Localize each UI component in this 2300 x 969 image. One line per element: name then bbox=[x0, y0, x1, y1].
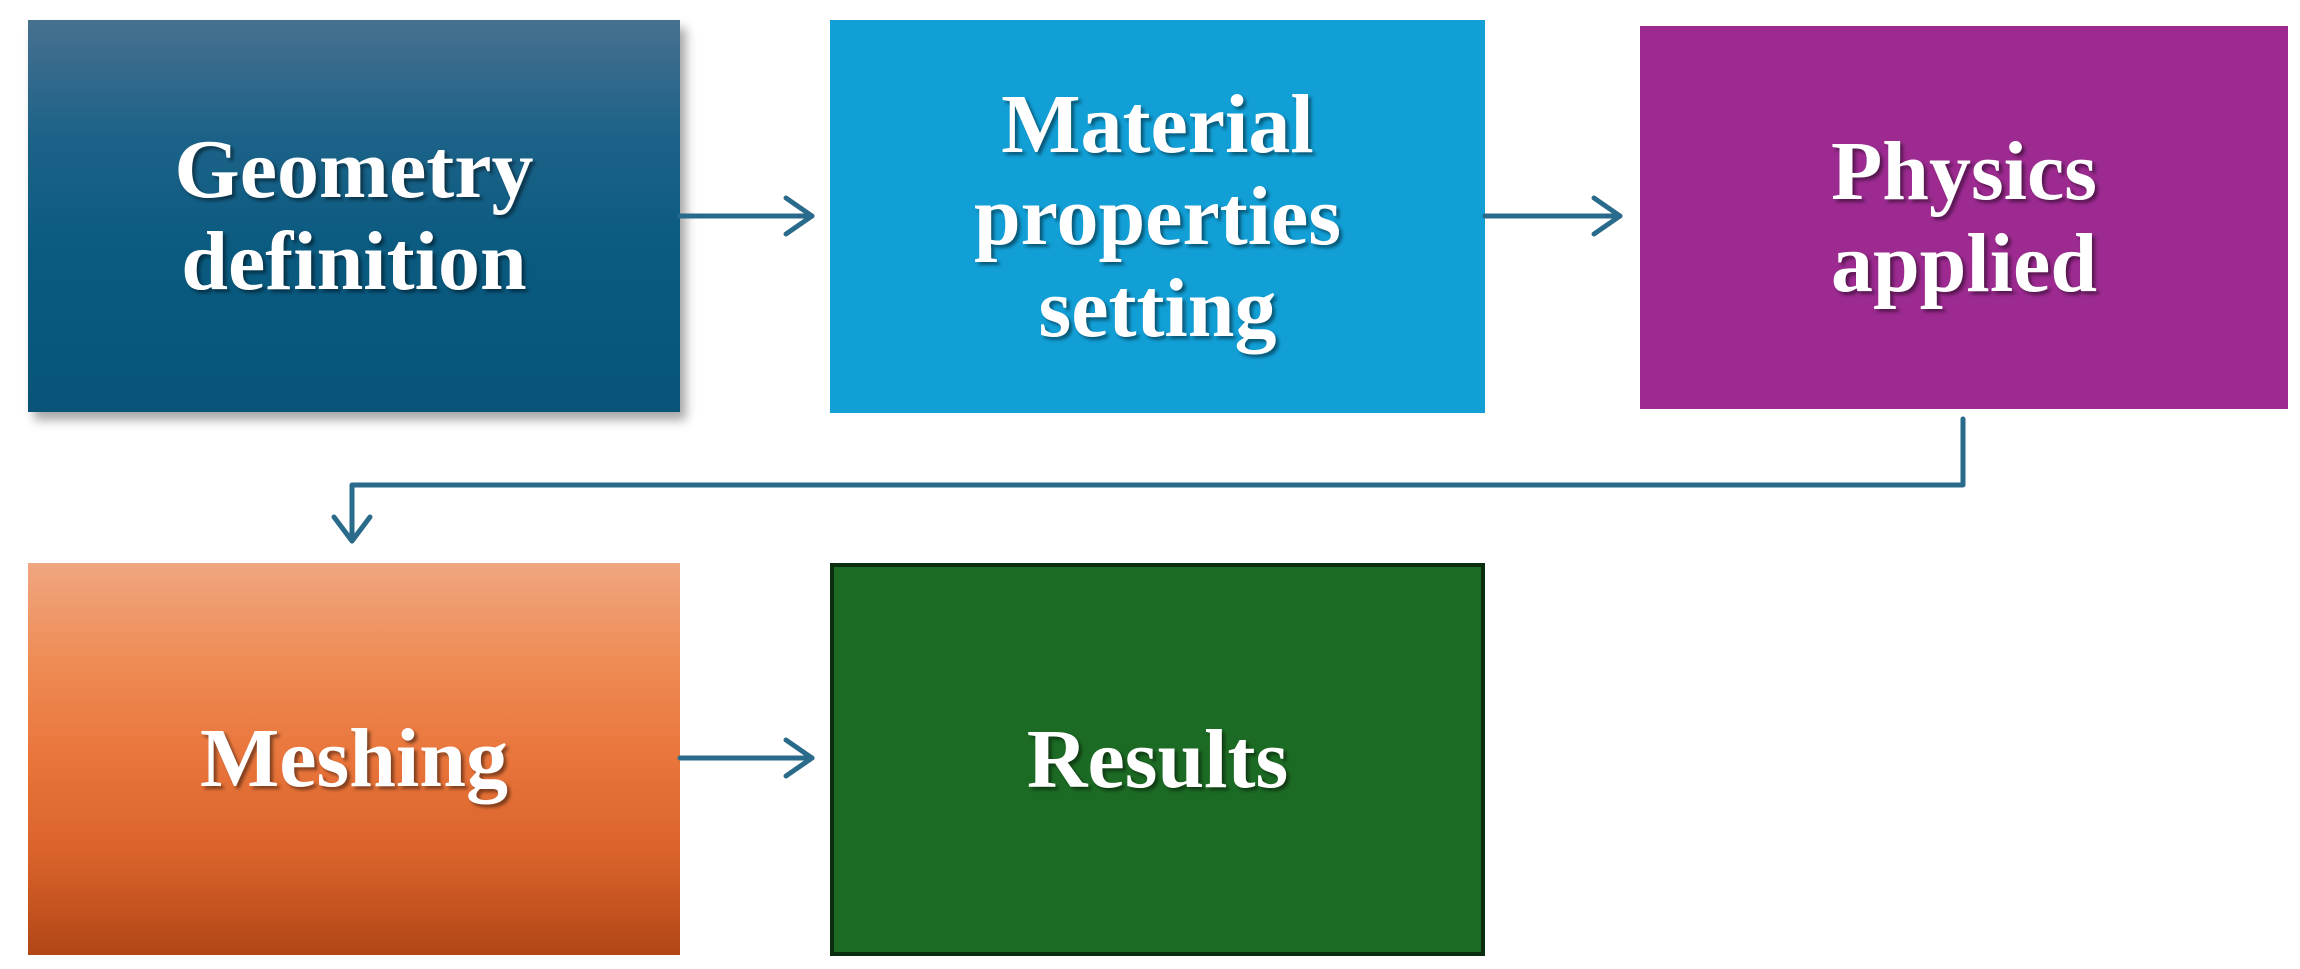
material-properties-setting-box: Material properties setting bbox=[830, 20, 1485, 413]
arrow-geometry-to-material bbox=[677, 195, 815, 237]
physics-applied-box: Physics applied bbox=[1640, 26, 2288, 409]
results-box: Results bbox=[830, 563, 1485, 956]
arrow-meshing-to-results bbox=[677, 737, 815, 779]
arrow-physics-to-meshing bbox=[331, 416, 1966, 544]
meshing-label: Meshing bbox=[199, 712, 509, 805]
geometry-definition-label: Geometry definition bbox=[174, 123, 534, 308]
arrow-material-to-physics bbox=[1482, 195, 1623, 237]
meshing-box: Meshing bbox=[28, 563, 680, 955]
results-label: Results bbox=[1026, 712, 1289, 806]
physics-applied-label: Physics applied bbox=[1830, 124, 2098, 310]
geometry-definition-box: Geometry definition bbox=[28, 20, 680, 412]
material-properties-setting-label: Material properties setting bbox=[973, 77, 1342, 355]
